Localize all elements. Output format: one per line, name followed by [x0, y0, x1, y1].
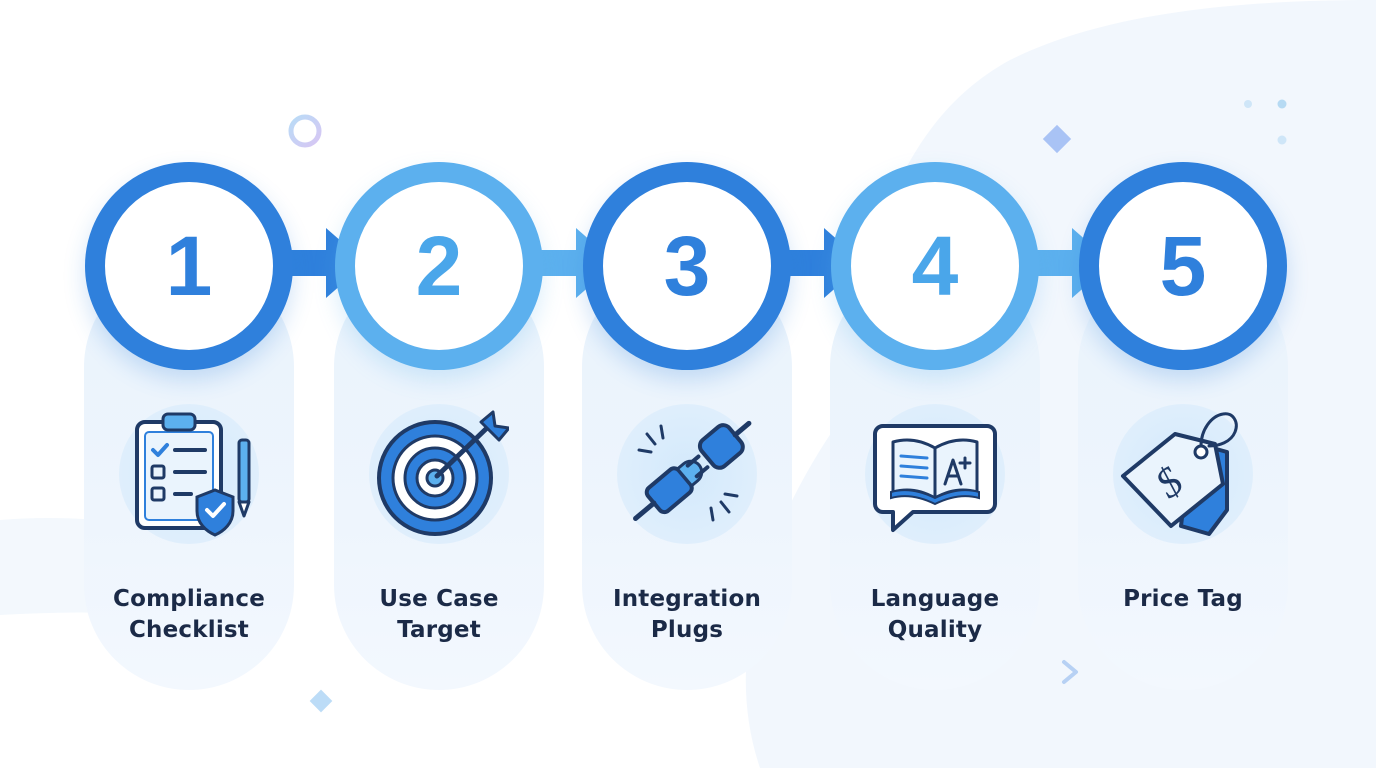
- diamond-decoration-small: [309, 689, 333, 713]
- step-4-label: Language Quality: [830, 584, 1040, 646]
- step-number: 4: [911, 219, 959, 313]
- label-line: Checklist: [128, 617, 250, 643]
- label-line: Price Tag: [1123, 586, 1243, 612]
- dots-decoration: [1244, 99, 1287, 145]
- ring-decoration: [288, 114, 322, 148]
- label-line: Integration: [612, 586, 762, 612]
- step-5-label: Price Tag: [1078, 584, 1288, 615]
- label-line: Use Case: [379, 586, 499, 612]
- step-5-icon-circle: $: [1113, 404, 1253, 544]
- step-number: 1: [165, 219, 213, 313]
- label-line: Target: [397, 617, 481, 643]
- step-5-number-ring: 5: [1079, 162, 1287, 370]
- target-arrow-icon: [377, 410, 509, 536]
- diamond-decoration: [1042, 124, 1072, 154]
- step-number: 5: [1159, 219, 1207, 313]
- step-2-label: Use Case Target: [334, 584, 544, 646]
- label-line: Plugs: [650, 617, 724, 643]
- chevron-decoration: [1062, 660, 1078, 684]
- step-number: 3: [663, 219, 711, 313]
- label-line: Quality: [887, 617, 983, 643]
- step-2-number-ring: 2: [335, 162, 543, 370]
- label-line: Language: [870, 586, 1000, 612]
- book-speech-bubble-icon: [873, 424, 997, 532]
- step-2-icon-circle: [369, 404, 509, 544]
- step-1-label: Compliance Checklist: [84, 584, 294, 646]
- step-4-number-ring: 4: [831, 162, 1039, 370]
- step-number: 2: [415, 219, 463, 313]
- plug-connector-icon: [633, 420, 752, 522]
- step-3-label: Integration Plugs: [582, 584, 792, 646]
- step-1-icon-circle: [119, 404, 259, 544]
- clipboard-checklist-shield-icon: [135, 412, 251, 537]
- label-line: Compliance: [112, 586, 265, 612]
- step-3-number-ring: 3: [583, 162, 791, 370]
- step-4-icon-circle: [865, 404, 1005, 544]
- price-tag-icon: $: [1121, 412, 1238, 536]
- step-3-icon-circle: [617, 404, 757, 544]
- step-1-number-ring: 1: [85, 162, 293, 370]
